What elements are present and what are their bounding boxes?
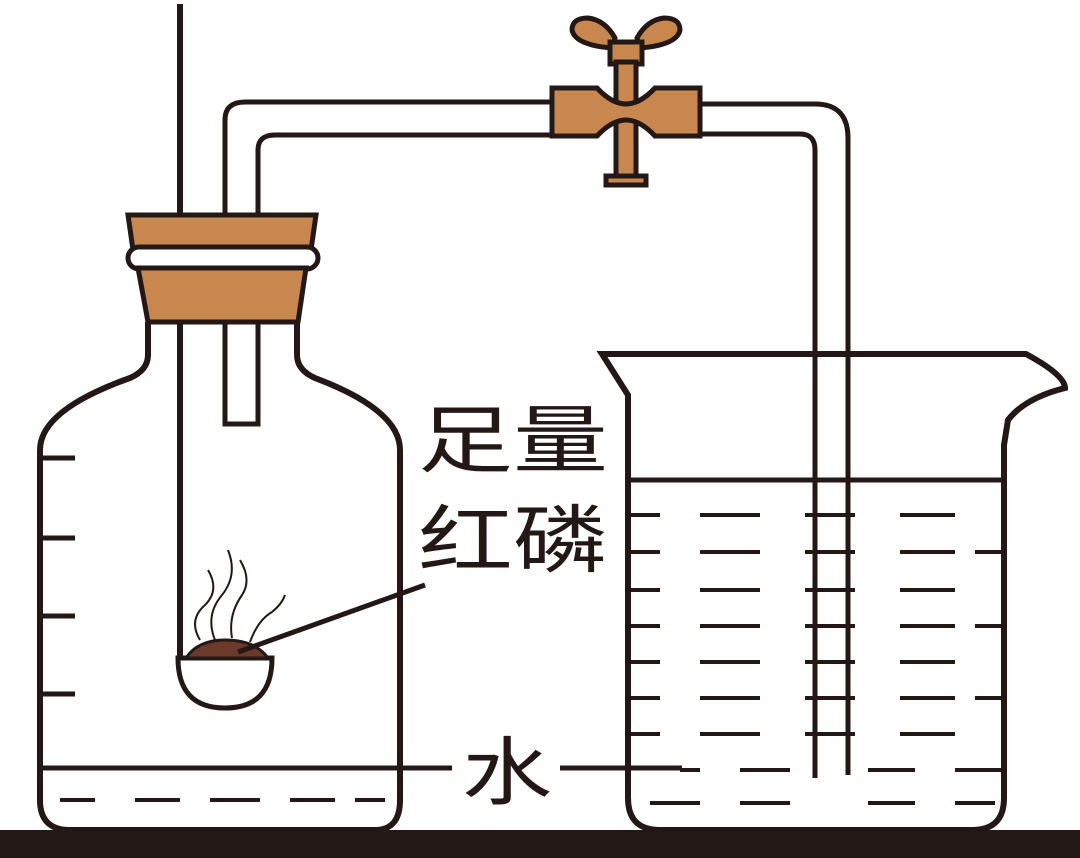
tube-outer-upper [222, 99, 555, 215]
clamp-screw-foot [603, 173, 649, 188]
label-phosphorus-line1: 足量 [418, 398, 608, 484]
smoke-wisps [194, 549, 286, 643]
spring-clamp [549, 15, 703, 188]
gas-bottle [37, 322, 403, 833]
delivery-tube [222, 99, 851, 778]
clamp-body [549, 85, 703, 139]
label-water: 水 [462, 730, 552, 816]
rubber-stopper [125, 212, 321, 325]
beaker-water-dashes [630, 513, 1002, 805]
spoon-bowl [175, 655, 275, 711]
clamp-wing-left [569, 15, 618, 51]
tube-inner-left-end [222, 322, 261, 427]
stopper-bottom [134, 265, 309, 325]
tube-inner-right [698, 131, 818, 778]
beaker [596, 351, 1069, 833]
combustion-spoon [175, 4, 286, 711]
red-phosphorus-pile [183, 638, 271, 660]
bench-base [0, 830, 1080, 858]
label-phosphorus-line2: 红磷 [418, 498, 608, 584]
tube-inner-upper [255, 132, 555, 215]
clamp-wing-right [634, 15, 683, 51]
beaker-outline [596, 351, 1069, 833]
label-pointer-line [237, 582, 426, 655]
bottle-outline [37, 322, 403, 833]
bottle-graduation-marks [40, 455, 75, 697]
tube-outer-right [698, 101, 851, 775]
